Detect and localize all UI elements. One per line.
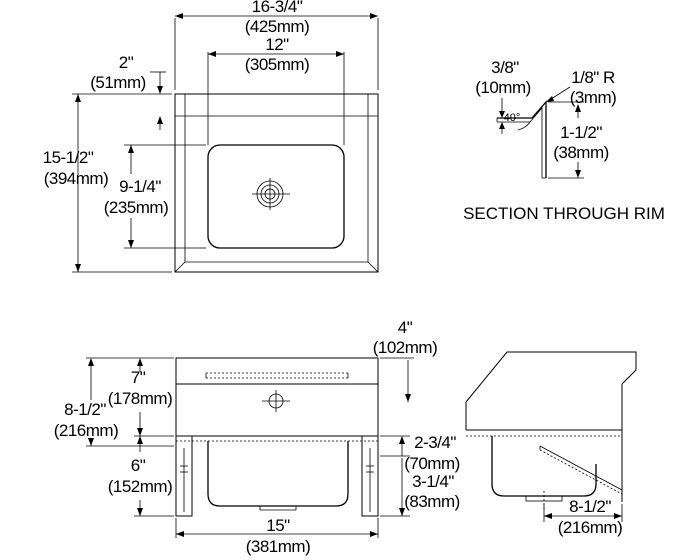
front-width: 15" <box>266 516 290 535</box>
rim-flange: 3/8" <box>491 58 519 77</box>
top-overall-depth: 15-1/2" <box>43 148 94 167</box>
front-splash <box>175 357 379 385</box>
front-bowl <box>207 441 349 507</box>
top-bowl-width-mm: (305mm) <box>245 55 310 74</box>
right-leg <box>361 435 379 517</box>
rim-radius: 1/8" R <box>571 68 615 87</box>
rim-angle: 40° <box>504 112 521 124</box>
left-leg <box>175 435 193 517</box>
front-splash-height-mm: (102mm) <box>373 338 438 357</box>
front-dim-b-mm: (83mm) <box>404 492 460 511</box>
top-bowl-depth: 9-1/4" <box>119 177 161 196</box>
side-depth: 8-1/2" <box>569 497 611 516</box>
front-leg-height: 6" <box>131 456 146 475</box>
front-overall-height: 8-1/2" <box>64 400 106 419</box>
front-upper-height-mm: (178mm) <box>108 389 173 408</box>
top-outline <box>174 93 379 273</box>
front-dim-a: 2-3/4" <box>414 433 456 452</box>
rim-height-mm: (38mm) <box>553 143 609 162</box>
top-overall-width: 16-3/4" <box>252 0 303 16</box>
rim-radius-mm: (3mm) <box>570 88 617 107</box>
front-dim-a-mm: (70mm) <box>404 454 460 473</box>
top-bowl <box>207 144 345 249</box>
front-overall-height-mm: (216mm) <box>54 421 119 440</box>
top-drain <box>252 178 290 210</box>
rim-flange-mm: (10mm) <box>475 78 531 97</box>
rim-height: 1-1/2" <box>560 123 602 142</box>
front-splash-height: 4" <box>398 318 413 337</box>
front-dim-b: 3-1/4" <box>412 472 454 491</box>
front-width-mm: (381mm) <box>246 537 311 556</box>
top-overall-depth-mm: (394mm) <box>44 169 109 188</box>
side-bowl <box>491 436 597 497</box>
front-upper-height: 7" <box>131 368 146 387</box>
top-splash: 2" <box>119 53 134 72</box>
front-body <box>175 383 379 437</box>
rim-section: 40° 3/8" (10mm) 1/8" R (3mm) 1-1/2" (38m… <box>463 58 665 223</box>
top-bowl-width: 12" <box>265 35 289 54</box>
side-view: 8-1/2" (216mm) <box>465 351 637 537</box>
front-view: 4" (102mm) 7" (178mm) 8-1/2" (216mm) 6" … <box>54 318 461 556</box>
top-view: 16-3/4" (425mm) 12" (305mm) 2" (51mm) 15… <box>43 0 379 273</box>
top-splash-mm: (51mm) <box>90 73 146 92</box>
side-depth-mm: (216mm) <box>558 518 623 537</box>
top-bowl-depth-mm: (235mm) <box>104 198 169 217</box>
top-overall-width-mm: (425mm) <box>245 17 310 36</box>
section-caption: SECTION THROUGH RIM <box>463 204 665 223</box>
front-leg-height-mm: (152mm) <box>108 477 173 496</box>
